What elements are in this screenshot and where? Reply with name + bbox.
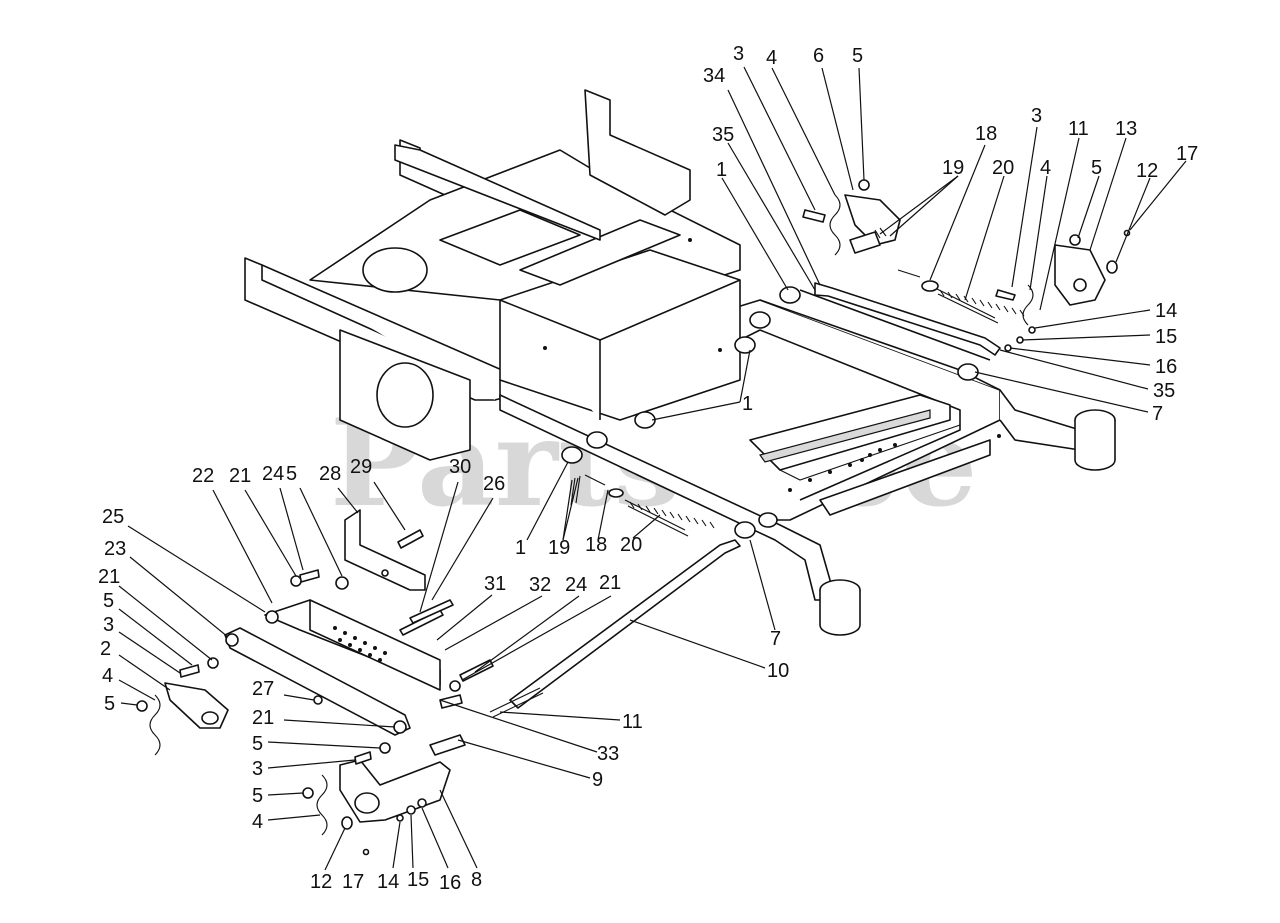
callout-12: 12 (1136, 160, 1158, 182)
callout-1: 1 (515, 537, 526, 559)
callout-5: 5 (852, 45, 863, 67)
callout-8: 8 (471, 869, 482, 891)
left-lower-assembly (136, 657, 451, 856)
callout-30: 30 (449, 456, 471, 478)
callout-4: 4 (102, 665, 113, 687)
callout-20: 20 (620, 534, 642, 556)
middle-assembly (224, 474, 741, 756)
callout-21: 21 (252, 707, 274, 729)
callout-21: 21 (229, 465, 251, 487)
callout-19: 19 (942, 157, 964, 179)
callout-12: 12 (310, 871, 332, 893)
callout-28: 28 (319, 463, 341, 485)
callout-15: 15 (407, 869, 429, 891)
callout-21: 21 (599, 572, 621, 594)
callout-5: 5 (286, 463, 297, 485)
callout-35: 35 (1153, 380, 1175, 402)
callout-4: 4 (766, 47, 777, 69)
callout-1: 1 (742, 393, 753, 415)
callout-32: 32 (529, 574, 551, 596)
callout-17: 17 (342, 871, 364, 893)
callout-19: 19 (548, 537, 570, 559)
callout-5: 5 (103, 590, 114, 612)
callout-25: 25 (102, 506, 124, 528)
callout-11: 11 (1068, 118, 1089, 140)
callout-17: 17 (1176, 143, 1198, 165)
callout-24: 24 (565, 574, 587, 596)
callout-31: 31 (484, 573, 506, 595)
upper-right-assembly (802, 179, 1131, 356)
leader-lines (118, 66, 1187, 871)
callout-27: 27 (252, 678, 274, 700)
callout-3: 3 (252, 758, 263, 780)
callout-10: 10 (767, 660, 789, 682)
callout-4: 4 (1040, 157, 1051, 179)
callout-16: 16 (1155, 356, 1177, 378)
callout-14: 14 (1155, 300, 1177, 322)
callout-26: 26 (483, 473, 505, 495)
callout-14: 14 (377, 871, 399, 893)
callout-9: 9 (592, 769, 603, 791)
callout-3: 3 (1031, 105, 1042, 127)
callout-11: 11 (622, 711, 643, 733)
callout-2: 2 (100, 638, 111, 660)
callout-5: 5 (1091, 157, 1102, 179)
callout-23: 23 (104, 538, 126, 560)
callout-5: 5 (252, 785, 263, 807)
callout-18: 18 (585, 534, 607, 556)
bushings (561, 286, 979, 539)
callout-29: 29 (350, 456, 372, 478)
callout-22: 22 (192, 465, 214, 487)
callout-34: 34 (703, 65, 725, 87)
callout-5: 5 (252, 733, 263, 755)
callout-6: 6 (813, 45, 824, 67)
callout-3: 3 (103, 614, 114, 636)
callout-1: 1 (716, 159, 727, 181)
callout-5: 5 (104, 693, 115, 715)
callout-35: 35 (712, 124, 734, 146)
callout-16: 16 (439, 872, 461, 894)
callout-4: 4 (252, 811, 263, 833)
main-frame (244, 89, 1116, 636)
callout-18: 18 (975, 123, 997, 145)
callout-24: 24 (262, 463, 284, 485)
callout-7: 7 (1152, 403, 1163, 425)
callout-21: 21 (98, 566, 120, 588)
callout-15: 15 (1155, 326, 1177, 348)
callout-20: 20 (992, 157, 1014, 179)
callout-7: 7 (770, 628, 781, 650)
callout-33: 33 (597, 743, 619, 765)
callout-3: 3 (733, 43, 744, 65)
callout-13: 13 (1115, 118, 1137, 140)
callout-labels: 34 3 4 6 5 35 1 18 19 20 3 11 13 4 5 12 … (98, 43, 1198, 894)
